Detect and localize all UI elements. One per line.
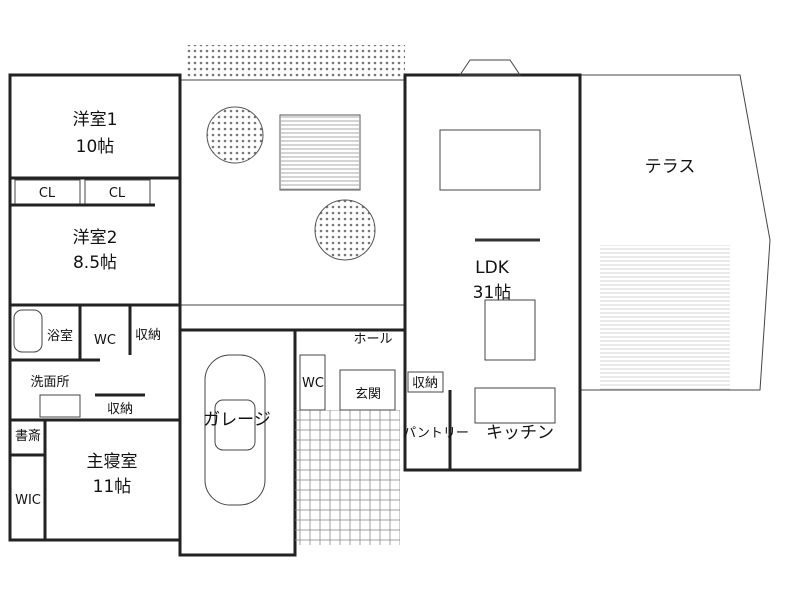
master-bedroom-name: 主寝室 [87, 451, 138, 472]
bath-label: 浴室 [47, 328, 73, 344]
tree-icon [206, 106, 264, 164]
storage1-label: 収納 [135, 328, 161, 343]
ldk-size: 31帖 [473, 283, 512, 303]
study-label: 書斎 [15, 428, 41, 444]
entrance-label: 玄関 [355, 387, 381, 402]
hall-label: ホール [353, 332, 392, 347]
room-western1-name: 洋室1 [73, 110, 118, 130]
washroom-label: 洗面所 [30, 375, 69, 390]
room-western1-size: 10帖 [76, 137, 115, 157]
garage [178, 328, 297, 557]
storage2-label: 収納 [107, 402, 133, 417]
garage-label: ガレージ [203, 410, 271, 430]
tree-icon [314, 199, 376, 261]
kitchen-label: キッチン [486, 423, 554, 443]
terrace [579, 74, 771, 391]
hedge [185, 45, 405, 77]
closet-1: CL [39, 186, 56, 201]
bedroom-wing [8, 73, 182, 542]
room-western2-size: 8.5帖 [73, 253, 117, 273]
courtyard [179, 79, 406, 306]
master-bedroom-size: 11帖 [93, 477, 132, 497]
room-western2-name: 洋室2 [73, 228, 118, 248]
wic-label: WIC [15, 493, 41, 508]
wc1-label: WC [94, 333, 116, 348]
entrance-area [295, 328, 405, 545]
wc2-label: WC [302, 376, 324, 391]
ldk-area [403, 59, 582, 472]
terrace-label: テラス [645, 157, 696, 177]
pantry-label: パントリー [403, 426, 469, 441]
storage3-label: 収納 [412, 376, 438, 391]
ldk-name: LDK [475, 258, 510, 278]
closet-2: CL [109, 186, 126, 201]
